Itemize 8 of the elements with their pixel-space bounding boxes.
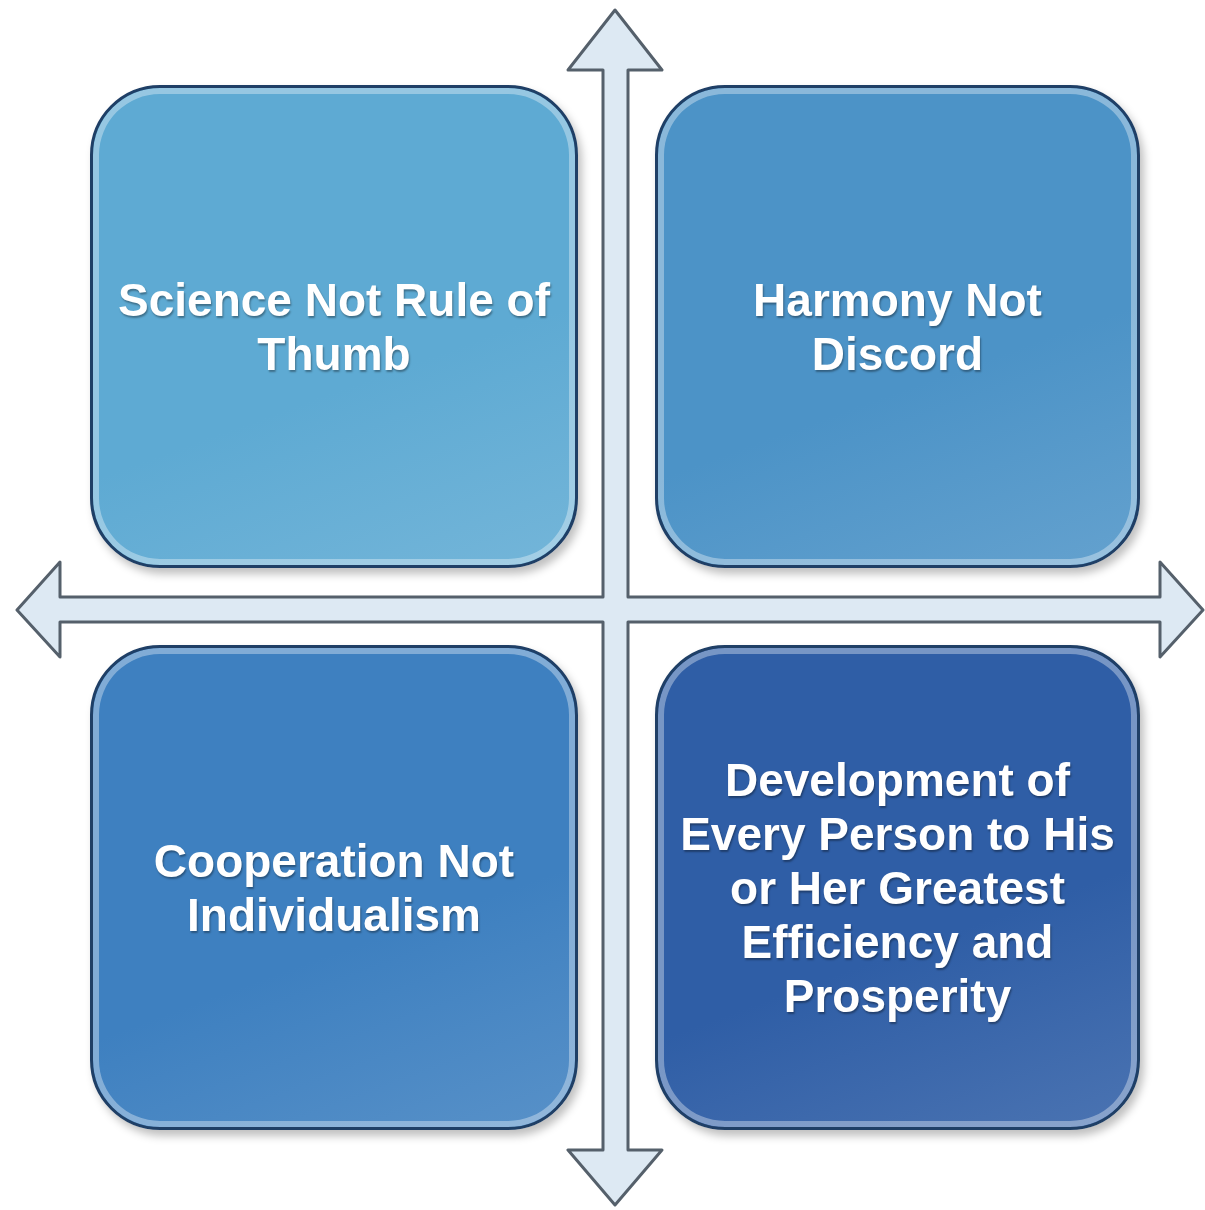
box-text: Cooperation Not Individualism — [152, 833, 516, 942]
box-text: Harmony Not Discord — [752, 272, 1043, 381]
rounded-box — [90, 85, 578, 568]
rounded-box — [90, 645, 578, 1130]
rounded-box — [655, 645, 1140, 1130]
box-text: Science Not Rule of Thumb — [117, 272, 552, 381]
box-text: Development of Every Person to His or Her Greatest Efficiency and Prosperity — [679, 752, 1116, 1023]
rounded-box — [655, 85, 1140, 568]
